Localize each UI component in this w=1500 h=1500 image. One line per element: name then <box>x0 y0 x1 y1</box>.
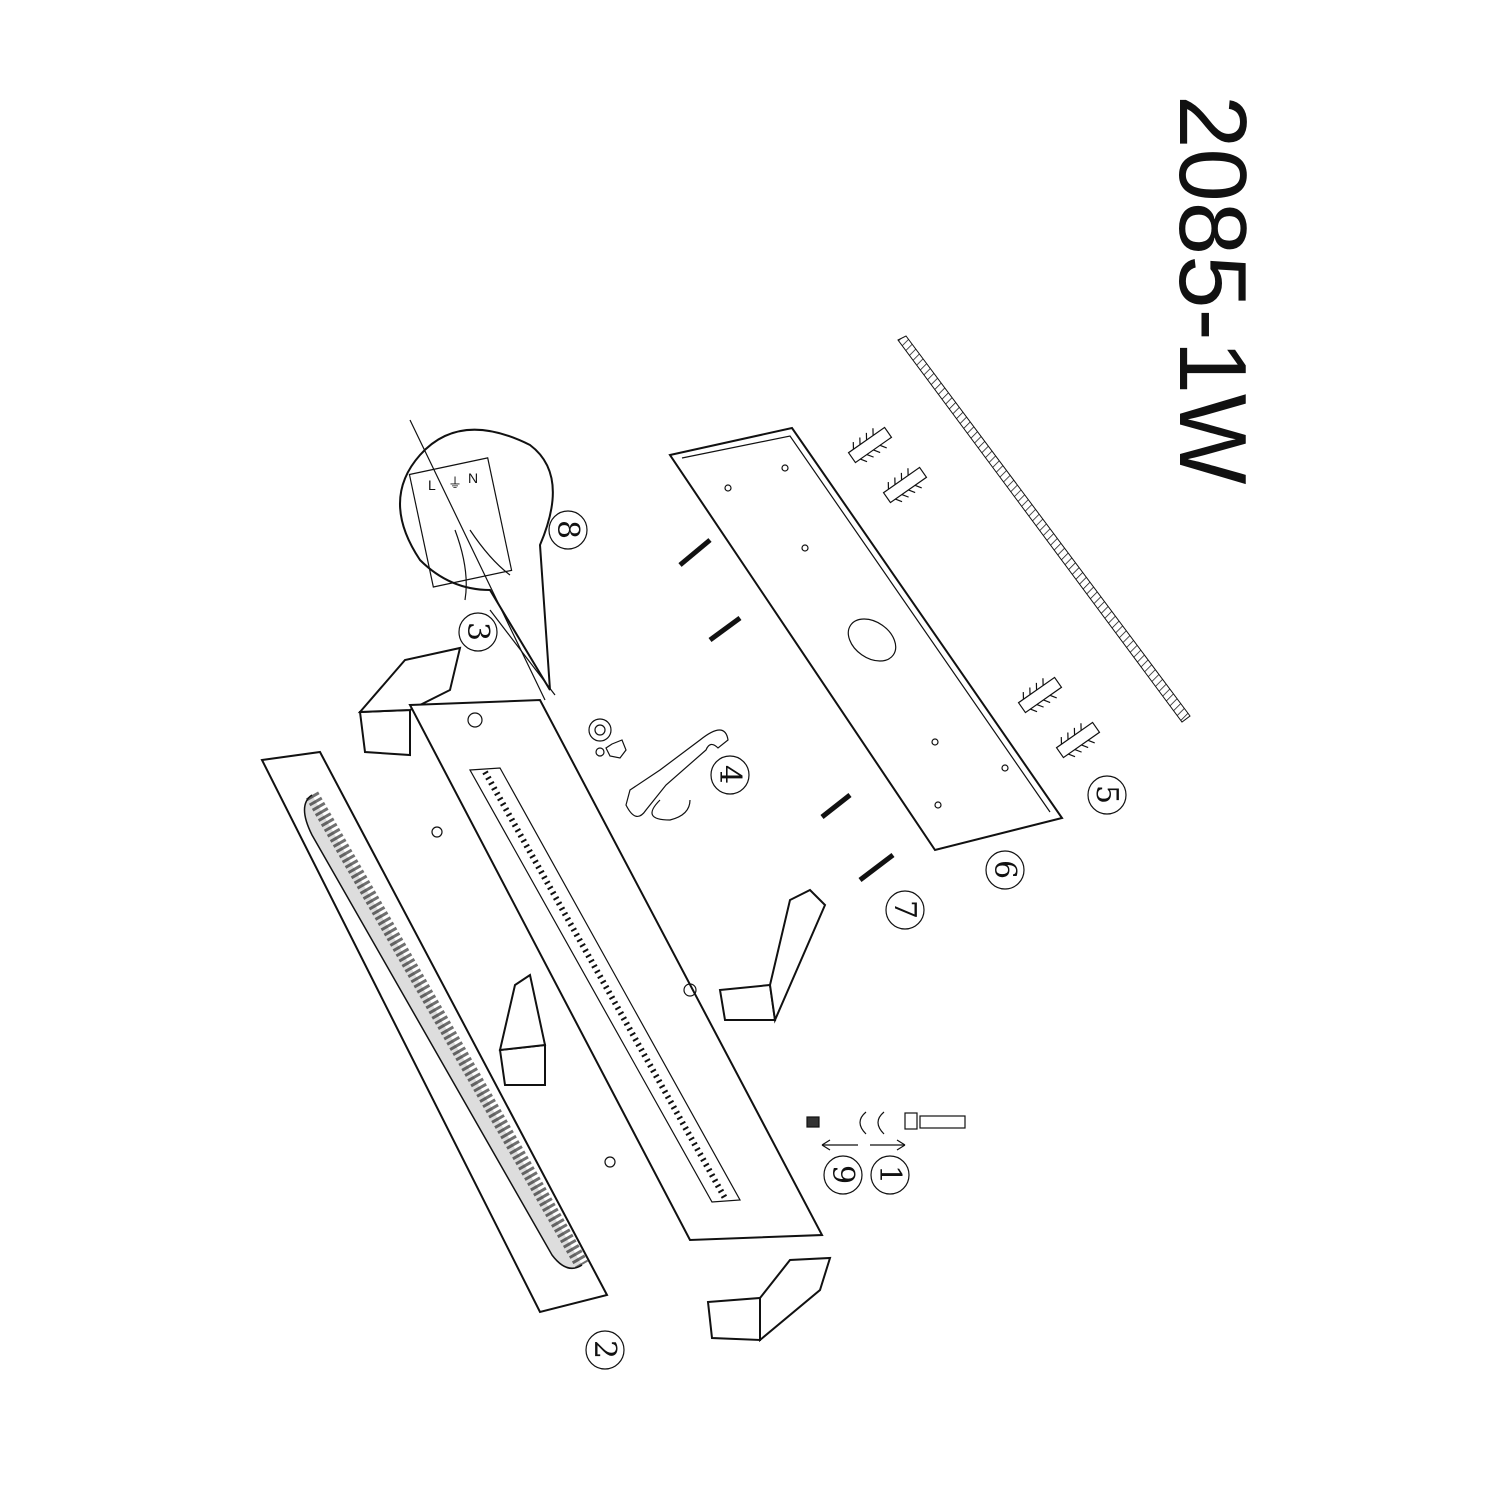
svg-text:8: 8 <box>550 520 585 539</box>
diffuser-cover <box>260 750 616 1314</box>
bracket-pieces <box>498 888 832 1343</box>
terminal-label-earth: ⏚ <box>448 475 462 491</box>
wall-anchors <box>847 426 1101 759</box>
terminal-block-detail: L ⏚ N <box>399 428 554 691</box>
callouts: 1 2 3 4 5 6 7 8 9 <box>458 510 1127 1370</box>
callout-3: 3 <box>458 612 498 652</box>
svg-text:6: 6 <box>987 860 1022 879</box>
callout-2: 2 <box>585 1330 625 1370</box>
lamp-body <box>408 419 824 1242</box>
callout-4: 4 <box>710 755 750 795</box>
svg-text:7: 7 <box>887 900 922 919</box>
fixing-screw-set <box>806 1111 966 1151</box>
model-number-title: 2085-1W <box>1159 95 1266 485</box>
svg-text:5: 5 <box>1089 785 1124 804</box>
callout-9: 9 <box>823 1155 863 1195</box>
callout-8: 8 <box>548 510 588 550</box>
wall-surface <box>897 335 1191 723</box>
callout-6: 6 <box>985 850 1025 890</box>
callout-5: 5 <box>1087 775 1127 815</box>
nut-and-wrench <box>588 718 729 821</box>
terminal-label-live: L <box>428 477 436 493</box>
svg-text:9: 9 <box>825 1165 860 1184</box>
end-cap-top <box>357 646 462 757</box>
mounting-screws <box>678 538 895 882</box>
terminal-label-neutral: N <box>468 470 478 486</box>
callout-7: 7 <box>885 890 925 930</box>
callout-1: 1 <box>870 1155 910 1195</box>
svg-text:2: 2 <box>587 1340 622 1359</box>
svg-text:1: 1 <box>872 1165 907 1184</box>
svg-text:3: 3 <box>460 622 495 641</box>
svg-text:4: 4 <box>712 765 747 784</box>
mounting-plate <box>668 426 1064 852</box>
